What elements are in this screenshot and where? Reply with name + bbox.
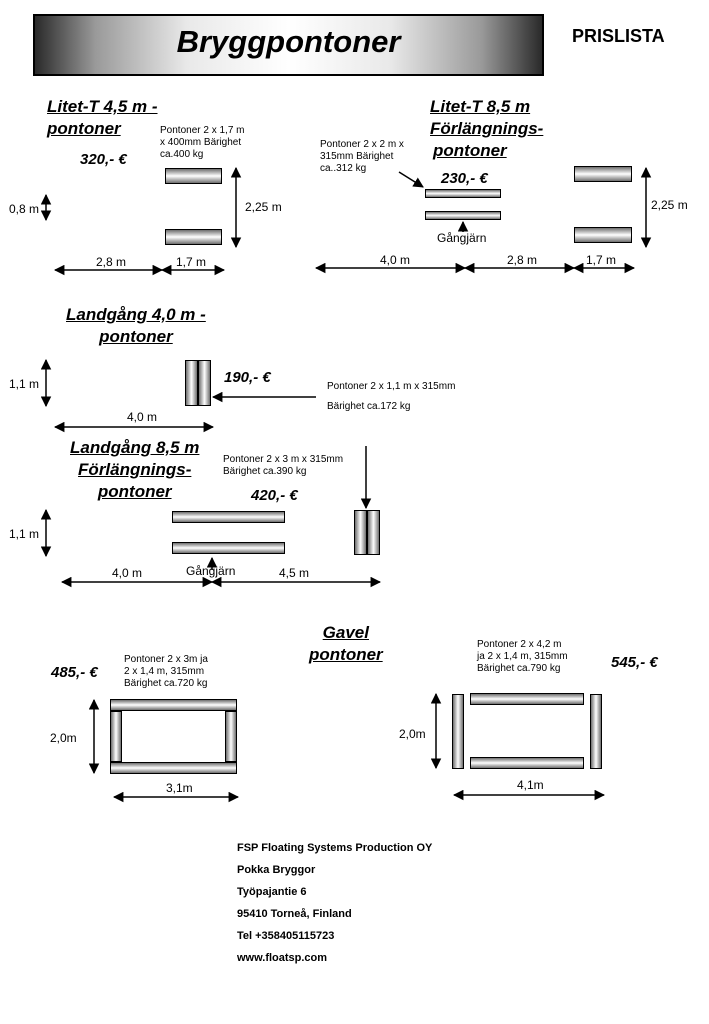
gavel-right-spec: Pontoner 2 x 4,2 m ja 2 x 1,4 m, 315mm B… xyxy=(477,639,568,675)
dim-label: 4,5 m xyxy=(279,566,310,580)
spec-line: x 400mm Bärighet xyxy=(160,137,242,148)
pontoon xyxy=(367,510,380,555)
pontoon xyxy=(110,762,237,774)
dim-label: 4,1m xyxy=(517,778,544,792)
dim-label: 2,8 m xyxy=(96,255,127,269)
phone-number: Tel +358405115723 xyxy=(237,930,335,942)
spec-line: ja 2 x 1,4 m, 315mm xyxy=(477,651,568,662)
gavel-left-price: 485,- € xyxy=(51,664,98,681)
heading-line: Förlängnings- xyxy=(78,460,192,479)
landgang-85-spec: Pontoner 2 x 3 m x 315mm Bärighet ca.390… xyxy=(223,454,343,478)
litet-t-45-spec: Pontoner 2 x 1,7 m x 400mm Bärighet ca.4… xyxy=(160,125,245,161)
spec-line: Bärighet ca.790 kg xyxy=(477,663,561,674)
price-list-label: PRISLISTA xyxy=(572,26,665,46)
pontoon xyxy=(172,542,285,554)
heading-line: Gavel xyxy=(322,623,369,642)
spec-line: Pontoner 2 x 3 m x 315mm xyxy=(223,454,344,465)
litet-t-45-heading: Litet-T 4,5 m - pontoner xyxy=(47,96,158,140)
dim-label: 4,0 m xyxy=(127,410,158,424)
spec-line: 315mm Bärighet xyxy=(320,151,394,162)
spec-line: Bärighet ca.390 kg xyxy=(223,466,307,477)
dim-label: 2,25 m xyxy=(245,200,282,214)
pontoon xyxy=(470,693,584,705)
heading-line: Litet-T 4,5 m - xyxy=(47,97,158,116)
dim-label: 2,0m xyxy=(50,731,77,745)
company-name: FSP Floating Systems Production OY xyxy=(237,842,433,854)
pontoon xyxy=(165,229,222,245)
heading-line: pontoner xyxy=(99,327,173,346)
spec-line: Pontoner 2 x 1,7 m xyxy=(160,125,245,136)
pontoon xyxy=(425,211,501,220)
litet-t-85-heading: Litet-T 8,5 m Förlängnings- pontoner xyxy=(430,96,543,162)
heading-line: Landgång 8,5 m xyxy=(70,438,200,457)
pontoon xyxy=(185,360,198,406)
pontoon xyxy=(354,510,367,555)
dim-label: 1,1 m xyxy=(9,527,40,541)
hinge-label: Gångjärn xyxy=(186,564,236,578)
litet-t-45-price: 320,- € xyxy=(80,151,127,168)
pontoon xyxy=(574,166,632,182)
pontoon xyxy=(470,757,584,769)
spec-line: Bärighet ca.720 kg xyxy=(124,678,208,689)
spec-line: 2 x 1,4 m, 315mm xyxy=(124,666,205,677)
street-address: Työpajantie 6 xyxy=(237,886,307,898)
hinge-label: Gångjärn xyxy=(437,231,487,245)
city-address: 95410 Torneå, Finland xyxy=(237,908,352,920)
dim-label: 2,25 m xyxy=(651,198,688,212)
heading-line: pontoner xyxy=(309,645,383,664)
dim-label: 1,1 m xyxy=(9,377,40,391)
pontoon xyxy=(590,694,602,769)
dim-label: 4,0 m xyxy=(112,566,143,580)
gavel-heading: Gavel pontoner xyxy=(309,622,383,666)
gavel-left-spec: Pontoner 2 x 3m ja 2 x 1,4 m, 315mm Bäri… xyxy=(124,654,208,690)
landgang-40-spec: Pontoner 2 x 1,1 m x 315mm Bärighet ca.1… xyxy=(327,381,455,413)
pontoon xyxy=(452,694,464,769)
heading-line: Landgång 4,0 m - xyxy=(66,305,206,324)
spec-line: ca..312 kg xyxy=(320,163,367,174)
pontoon xyxy=(172,511,285,523)
brand-name: Pokka Bryggor xyxy=(237,864,316,876)
spec-line: Pontoner 2 x 1,1 m x 315mm xyxy=(327,381,456,392)
pontoon xyxy=(425,189,501,198)
heading-line: pontoner xyxy=(97,482,172,501)
landgang-40-price: 190,- € xyxy=(224,369,271,386)
spec-line: ca.400 kg xyxy=(160,149,204,160)
heading-line: pontoner xyxy=(433,141,507,160)
pontoon xyxy=(110,699,237,711)
pontoon xyxy=(225,711,237,762)
litet-t-85-price: 230,- € xyxy=(441,170,488,187)
dim-label: 0,8 m xyxy=(9,202,40,216)
page-title: Bryggpontoner xyxy=(176,24,401,59)
spec-line: Pontoner 2 x 3m ja xyxy=(124,654,208,665)
heading-line: pontoner xyxy=(47,119,121,138)
gavel-right-price: 545,- € xyxy=(611,654,658,671)
dim-label: 3,1m xyxy=(166,781,193,795)
landgang-85-heading: Landgång 8,5 m Förlängnings- pontoner xyxy=(70,437,199,503)
pontoon xyxy=(198,360,211,406)
landgang-40-heading: Landgång 4,0 m - pontoner xyxy=(66,304,206,348)
spec-line: Pontoner 2 x 4,2 m xyxy=(477,639,562,650)
dim-label: 2,0m xyxy=(399,727,426,741)
dim-label: 1,7 m xyxy=(586,253,617,267)
pontoon xyxy=(165,168,222,184)
pontoon xyxy=(574,227,632,243)
dim-label: 4,0 m xyxy=(380,253,411,267)
heading-line: Litet-T 8,5 m xyxy=(430,97,531,116)
spec-line: Pontoner 2 x 2 m x xyxy=(320,139,404,150)
litet-t-85-spec: Pontoner 2 x 2 m x 315mm Bärighet ca..31… xyxy=(320,139,404,175)
landgang-85-price: 420,- € xyxy=(251,487,298,504)
dim-label: 1,7 m xyxy=(176,255,207,269)
spec-line: Bärighet ca.172 kg xyxy=(327,401,411,412)
website-link[interactable]: www.floatsp.com xyxy=(237,952,328,964)
dim-label: 2,8 m xyxy=(507,253,538,267)
heading-line: Förlängnings- xyxy=(430,119,544,138)
title-banner xyxy=(33,14,544,76)
pontoon xyxy=(110,711,122,762)
